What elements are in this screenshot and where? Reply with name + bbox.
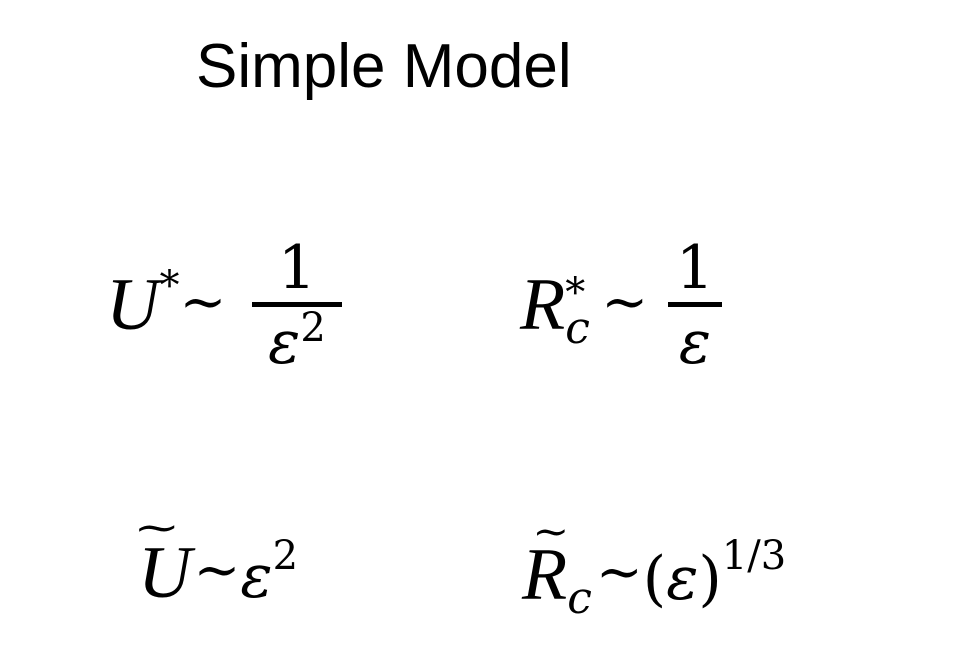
u-star-denominator: ε xyxy=(268,308,301,378)
rc-tilde-lhs-sub: c xyxy=(567,573,592,624)
rc-tilde-rhs-sup: 1/3 xyxy=(721,533,787,579)
u-tilde-lhs: U xyxy=(138,532,192,614)
u-star-fraction: 1 ε2 xyxy=(252,238,342,373)
rc-star-fraction-bar xyxy=(668,302,722,307)
rc-star-numerator: 1 xyxy=(675,233,715,303)
rc-star-denominator: ε xyxy=(678,308,712,378)
rc-star-lhs-sup: * xyxy=(565,270,586,316)
u-star-lhs: U xyxy=(106,264,160,346)
u-star-relation: ~ xyxy=(179,270,227,335)
rc-star-relation: ~ xyxy=(601,270,649,335)
rc-tilde-lhs: R xyxy=(522,534,568,616)
u-star-denominator-sup: 2 xyxy=(300,305,326,351)
u-tilde-relation: ~ xyxy=(193,538,241,603)
u-star-numerator: 1 xyxy=(277,233,317,303)
u-tilde-accent: ~ xyxy=(133,505,181,551)
u-star-lhs-sup: * xyxy=(159,263,180,309)
rc-tilde-relation: ~ xyxy=(595,540,643,605)
rc-star-lhs-sub: c xyxy=(565,303,590,354)
rc-star-lhs: R xyxy=(520,264,566,346)
u-tilde-rhs: ε xyxy=(240,542,273,612)
page-title: Simple Model xyxy=(196,32,572,101)
u-star-fraction-bar xyxy=(252,302,342,307)
rc-tilde-accent: ~ xyxy=(532,509,570,555)
rc-star-fraction: 1 ε xyxy=(668,238,722,373)
rc-tilde-rhs: (ε) xyxy=(642,544,722,614)
u-tilde-rhs-sup: 2 xyxy=(272,533,299,579)
